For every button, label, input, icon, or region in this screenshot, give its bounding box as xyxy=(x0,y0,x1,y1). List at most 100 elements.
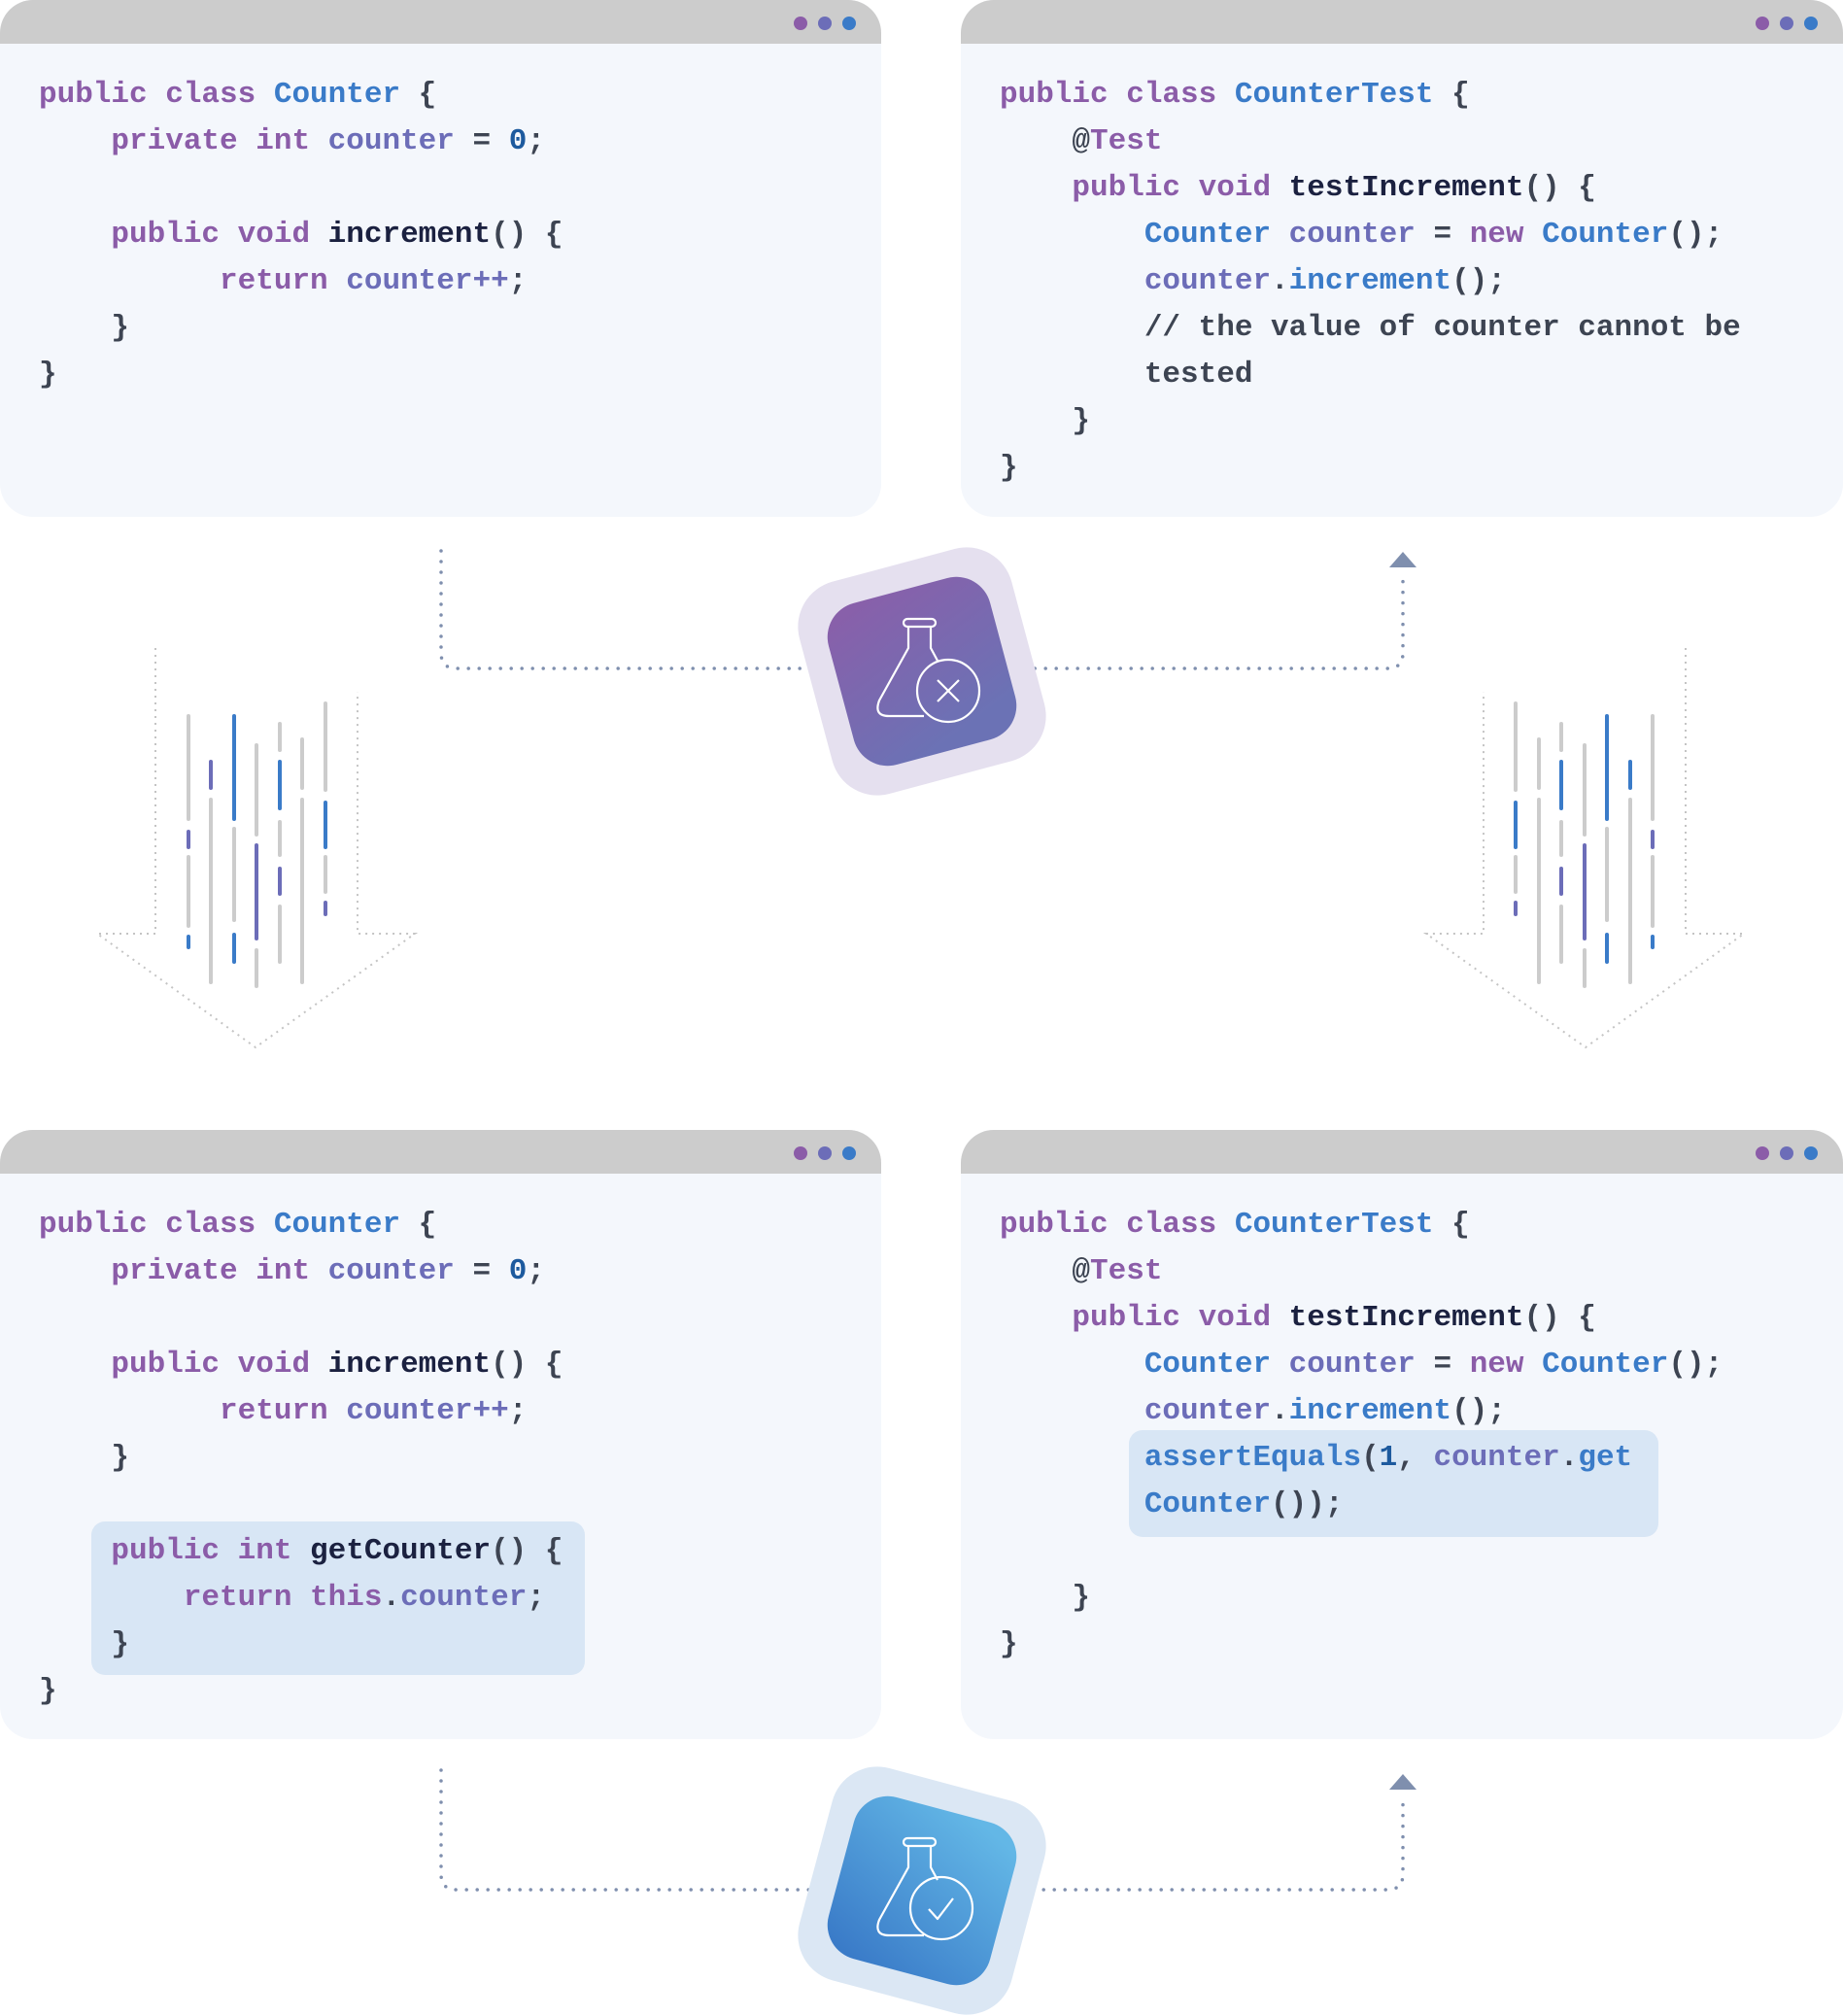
code-line: } xyxy=(1000,445,1741,492)
window-dot-blue[interactable] xyxy=(1804,1146,1818,1160)
code-token-kw: return this xyxy=(39,1581,383,1615)
code-token-punct: { xyxy=(400,78,437,112)
code-token-punct: } xyxy=(39,1627,130,1661)
code-token-punct: } xyxy=(39,358,57,392)
code-token-field: counter xyxy=(1288,218,1416,252)
flow-lines xyxy=(1514,701,1655,988)
code-line: } xyxy=(1000,1622,1723,1668)
flask-fail-icon xyxy=(798,547,1046,796)
window-dot-purple[interactable] xyxy=(794,1146,807,1160)
code-line: public class CounterTest { xyxy=(1000,1202,1723,1248)
code-line: return counter++; xyxy=(39,1388,563,1435)
code-line: public void testIncrement() { xyxy=(1000,165,1741,212)
dotted-connector-bottom xyxy=(439,1768,1405,1892)
code-token-method: testIncrement xyxy=(1288,171,1524,205)
code-token-punct: { xyxy=(400,1208,437,1242)
code-token-kw: Test xyxy=(1090,1254,1163,1288)
window-dot-blue[interactable] xyxy=(1804,17,1818,30)
code-token-punct: ; xyxy=(508,264,528,298)
code-token-type: increment xyxy=(1288,1394,1452,1428)
code-token-field: counter++ xyxy=(346,264,509,298)
added-getter-highlight xyxy=(91,1521,585,1675)
code-token-kw: public class xyxy=(1000,1208,1235,1242)
code-line: Counter()); xyxy=(1000,1482,1723,1528)
code-token-punct: () { xyxy=(491,1534,563,1568)
code-token-punct: () { xyxy=(1523,1301,1596,1335)
code-token-type: Counter xyxy=(273,78,401,112)
code-line: tested xyxy=(1000,352,1741,398)
code-block: public class Counter { private int count… xyxy=(39,1202,563,1715)
code-token-field: counter xyxy=(327,1254,455,1288)
window-dot-blue[interactable] xyxy=(842,17,856,30)
code-token-punct: } xyxy=(1000,1581,1091,1615)
window-controls xyxy=(1756,1146,1818,1160)
window-controls xyxy=(794,1146,856,1160)
flow-lines xyxy=(187,701,327,988)
code-token-punct: (); xyxy=(1668,218,1724,252)
arrowhead-up-icon xyxy=(1389,552,1416,567)
flask-pass-icon xyxy=(798,1766,1046,2015)
window-dot-blue[interactable] xyxy=(842,1146,856,1160)
code-token-punct: = xyxy=(1415,218,1470,252)
code-token-method: getCounter xyxy=(310,1534,492,1568)
window-titlebar xyxy=(0,1130,881,1174)
code-token-kw: private int xyxy=(39,124,328,158)
code-window-test-after: public class CounterTest { @Test public … xyxy=(961,1130,1843,1739)
code-token-field: counter++ xyxy=(346,1394,509,1428)
code-token-kw: private int xyxy=(39,1254,328,1288)
window-dot-purple[interactable] xyxy=(1756,1146,1769,1160)
code-token-num: 1 xyxy=(1379,1441,1398,1475)
code-token-comment: // the value of counter cannot be xyxy=(1000,311,1741,345)
code-token-field: counter xyxy=(1000,264,1272,298)
code-token-punct: @ xyxy=(1000,124,1091,158)
code-line: } xyxy=(39,352,563,398)
code-token-method: increment xyxy=(327,218,492,252)
code-line: Counter counter = new Counter(); xyxy=(1000,1342,1723,1388)
code-token-kw: return xyxy=(39,1394,347,1428)
code-token-punct: { xyxy=(1433,1208,1470,1242)
code-token-field: counter xyxy=(1433,1441,1560,1475)
code-token-kw: Test xyxy=(1090,124,1163,158)
code-token-type: Counter xyxy=(1542,1348,1669,1382)
code-token-field: counter xyxy=(1000,1394,1272,1428)
window-dot-violet[interactable] xyxy=(1780,17,1793,30)
code-token-type: increment xyxy=(1288,264,1452,298)
code-line: } xyxy=(39,1435,563,1482)
code-token-type: Counter xyxy=(1000,1487,1272,1521)
window-controls xyxy=(794,17,856,30)
code-window-counter-before: public class Counter { private int count… xyxy=(0,0,881,517)
code-line: } xyxy=(39,1622,563,1668)
window-dot-purple[interactable] xyxy=(794,17,807,30)
added-assertion-highlight xyxy=(1129,1430,1658,1537)
window-dot-violet[interactable] xyxy=(1780,1146,1793,1160)
code-token-type: Counter xyxy=(1542,218,1669,252)
code-token-kw: new xyxy=(1469,1348,1543,1382)
code-token-kw: public class xyxy=(39,78,274,112)
code-token-field: counter xyxy=(327,124,455,158)
arrowhead-up-icon xyxy=(1389,1774,1416,1790)
code-token-type: get xyxy=(1578,1441,1633,1475)
code-token-punct: ( xyxy=(1361,1441,1380,1475)
code-line: Counter counter = new Counter(); xyxy=(1000,212,1741,258)
dotted-connector-top xyxy=(439,549,1405,670)
code-token-punct: () { xyxy=(491,1348,563,1382)
code-token-method: increment xyxy=(327,1348,492,1382)
code-token-kw: new xyxy=(1469,218,1543,252)
window-dot-violet[interactable] xyxy=(818,17,832,30)
code-token-kw: public class xyxy=(39,1208,274,1242)
code-token-punct: (); xyxy=(1451,1394,1506,1428)
code-token-type: CounterTest xyxy=(1234,78,1434,112)
code-token-punct: = xyxy=(454,1254,509,1288)
window-dot-violet[interactable] xyxy=(818,1146,832,1160)
code-token-type: CounterTest xyxy=(1234,1208,1434,1242)
code-line: return counter++; xyxy=(39,258,563,305)
down-arrow-left-icon xyxy=(93,648,419,1049)
code-line: public void testIncrement() { xyxy=(1000,1295,1723,1342)
code-token-type: assertEquals xyxy=(1000,1441,1362,1475)
code-token-punct: } xyxy=(39,311,130,345)
window-dot-purple[interactable] xyxy=(1756,17,1769,30)
window-titlebar xyxy=(0,0,881,44)
code-line: public class Counter { xyxy=(39,72,563,119)
code-token-punct: } xyxy=(39,1674,57,1708)
code-line: counter.increment(); xyxy=(1000,1388,1723,1435)
